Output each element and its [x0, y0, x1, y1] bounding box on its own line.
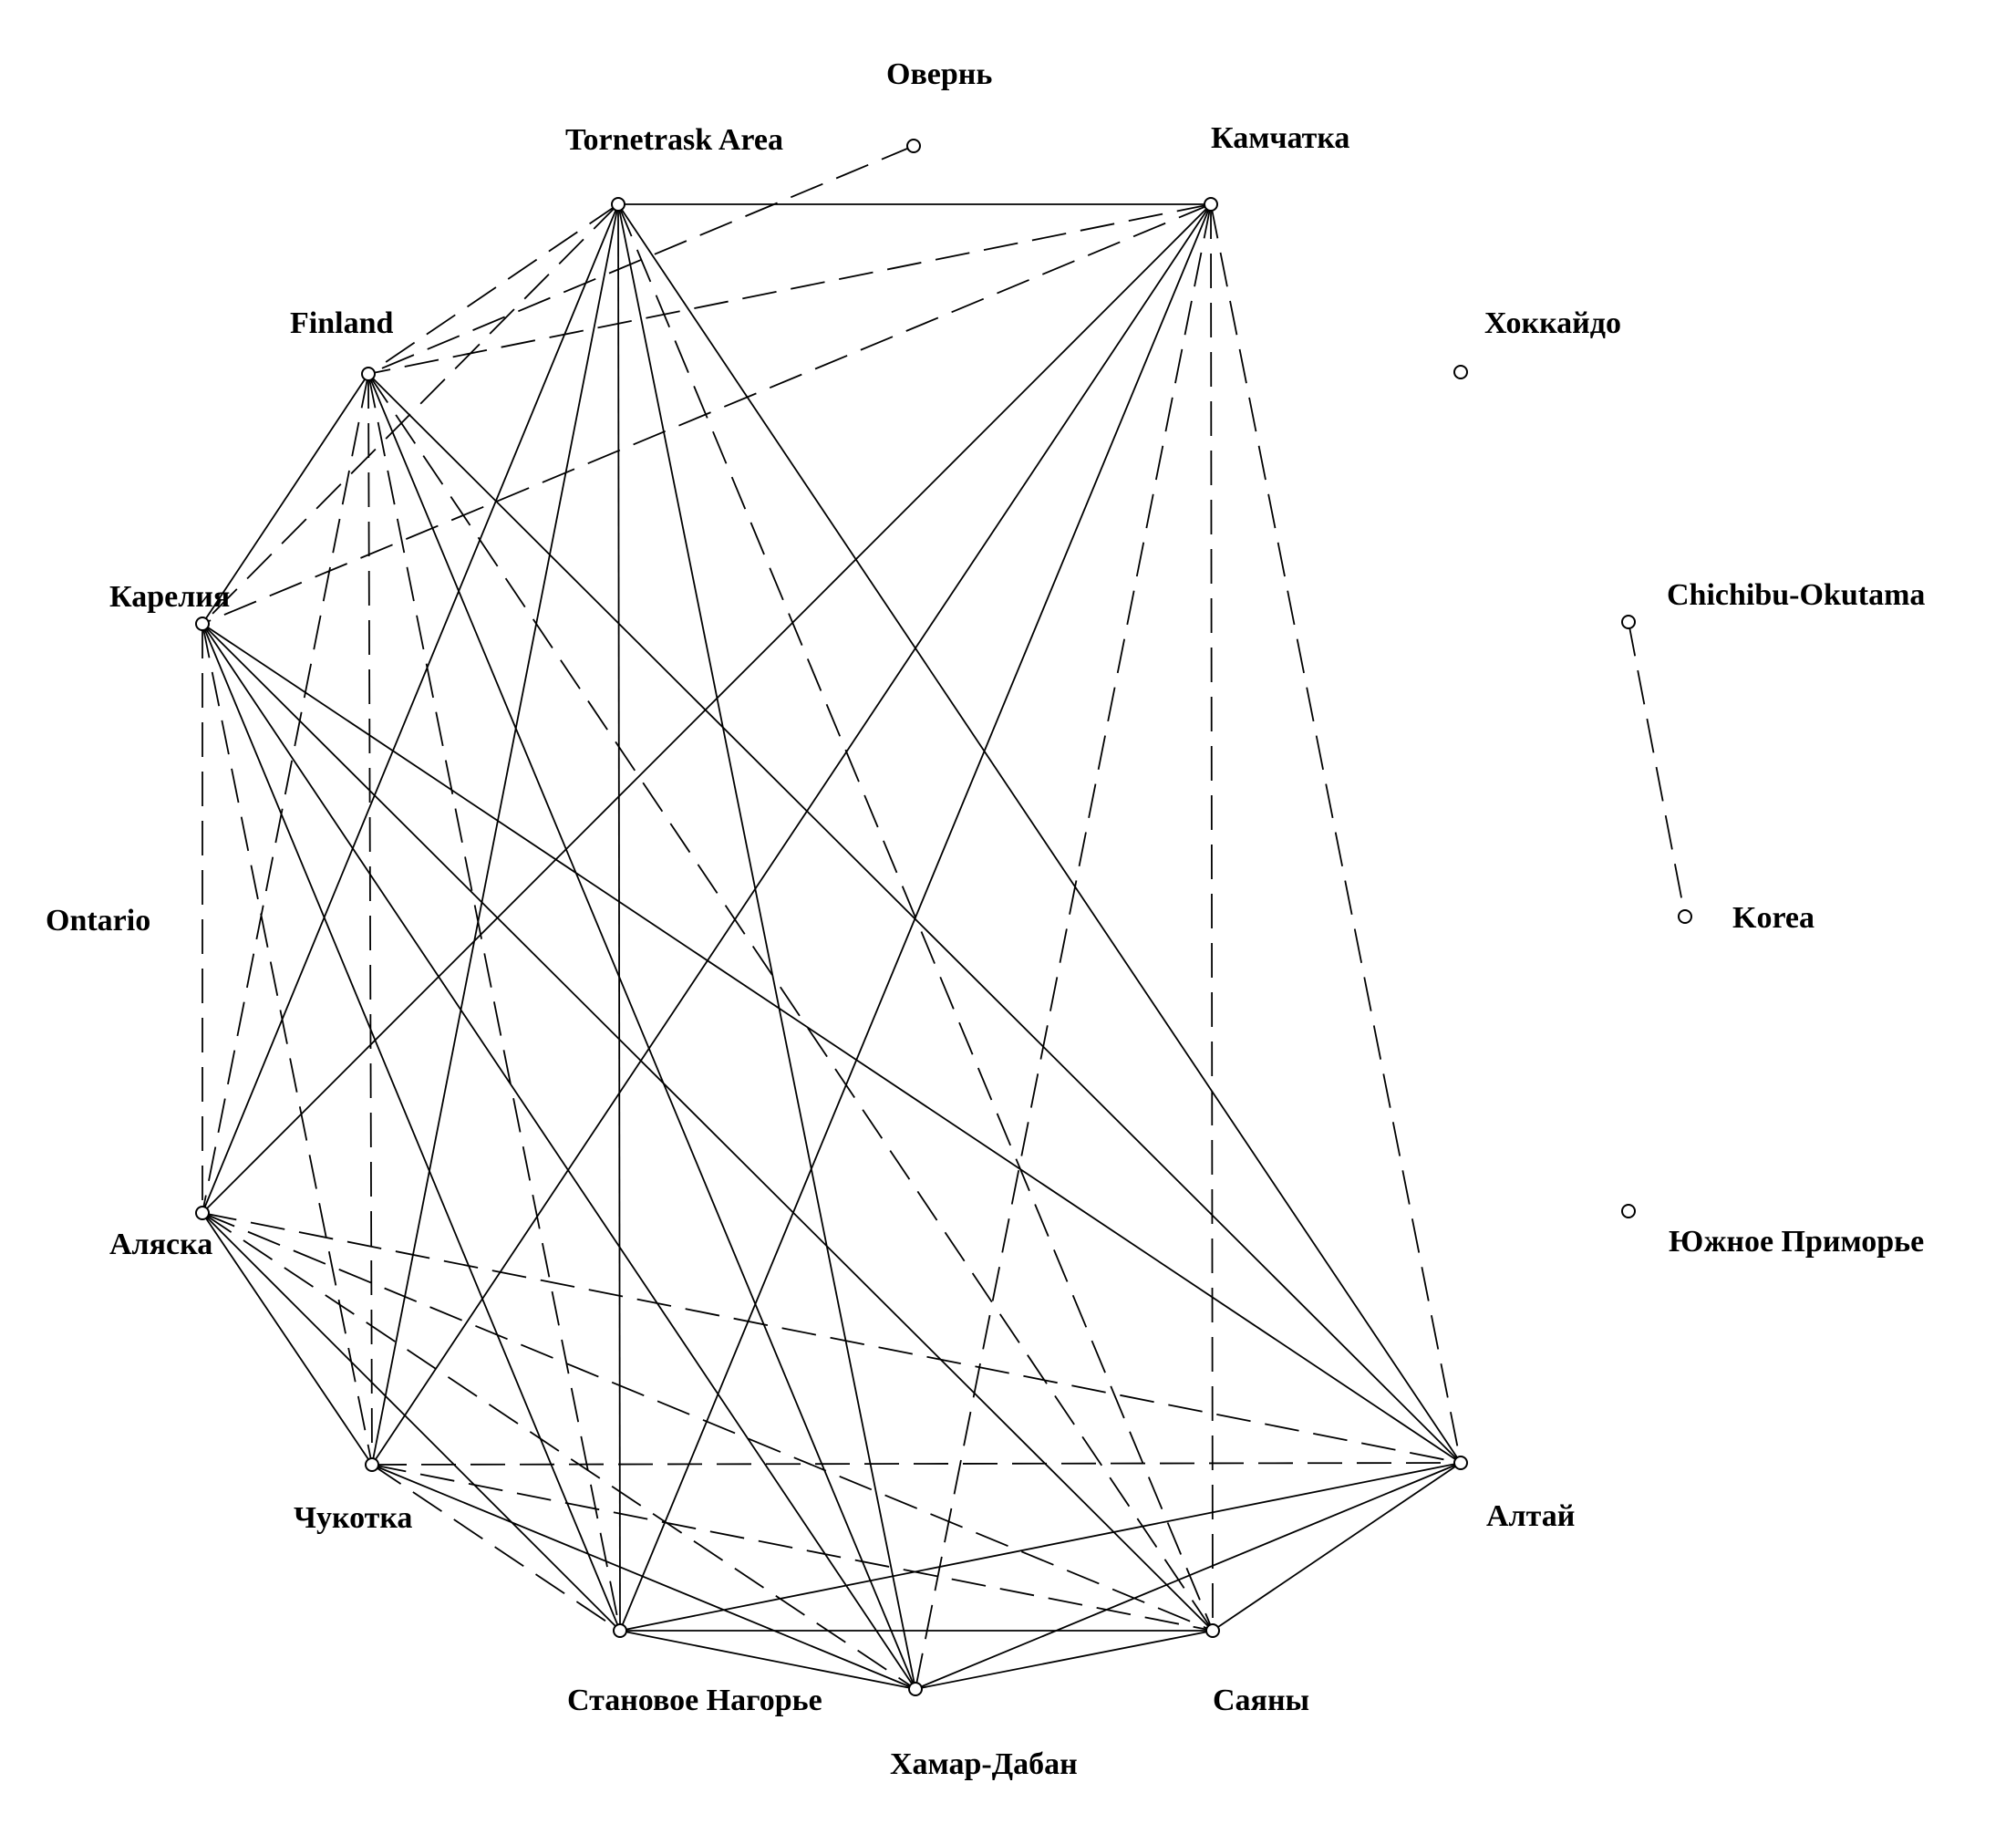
edge-karelia-chukotka [202, 623, 373, 1466]
edge-kamchatka-altai [1210, 203, 1462, 1464]
node-kamchatka [1204, 197, 1218, 212]
node-karelia [195, 617, 210, 631]
label-chukotka: Чукотка [294, 1501, 412, 1535]
nodes-layer [195, 139, 1692, 1696]
edge-chukotka-stanovoe [371, 1464, 621, 1632]
edge-stanovoe-hamar [619, 1630, 916, 1690]
edge-tornetrask-finland [367, 203, 619, 375]
label-hamar: Хамар-Дабан [890, 1747, 1078, 1781]
edge-alaska-altai [202, 1212, 1462, 1464]
edge-sayany-altai [1212, 1462, 1462, 1632]
label-alaska: Аляска [109, 1228, 212, 1261]
edge-kamchatka-chukotka [371, 203, 1212, 1466]
label-stanovoe: Становое Нагорье [567, 1684, 822, 1717]
node-korea [1678, 909, 1692, 924]
node-hamar [908, 1682, 923, 1696]
edge-chukotka-sayany [371, 1464, 1214, 1632]
labels-layer: Овернь Tornetrask Area Камчатка Finland … [46, 57, 1925, 1781]
node-sayany [1205, 1623, 1220, 1638]
edge-alaska-sayany [202, 1212, 1214, 1632]
edge-kamchatka-sayany [1210, 203, 1214, 1632]
node-stanovoe [613, 1623, 627, 1638]
label-altai: Алтай [1486, 1499, 1575, 1533]
edge-tornetrask-stanovoe [617, 203, 621, 1632]
node-primorye [1621, 1204, 1636, 1218]
edge-finland-stanovoe [367, 373, 621, 1632]
label-finland: Finland [290, 306, 393, 340]
edge-karelia-altai [202, 623, 1462, 1464]
label-tornetrask: Tornetrask Area [565, 123, 783, 157]
label-ontario: Ontario [46, 904, 150, 938]
edge-karelia-stanovoe [202, 623, 621, 1632]
label-korea: Korea [1732, 901, 1814, 935]
label-primorye: Южное Приморье [1669, 1225, 1924, 1259]
edge-overn-finland [367, 145, 915, 375]
edge-finland-karelia [202, 373, 369, 625]
edge-kamchatka-hamar [915, 203, 1212, 1690]
node-tornetrask [611, 197, 625, 212]
node-hokkaido [1453, 365, 1468, 379]
edge-chukotka-altai [371, 1462, 1462, 1466]
node-altai [1453, 1456, 1468, 1470]
edge-hamar-altai [915, 1462, 1462, 1690]
edge-kamchatka-finland [367, 203, 1212, 375]
edge-finland-alaska [202, 373, 369, 1214]
edge-finland-sayany [367, 373, 1214, 1632]
edge-stanovoe-altai [619, 1462, 1462, 1632]
label-chichibu: Chichibu-Okutama [1667, 578, 1925, 612]
edge-kamchatka-stanovoe [619, 203, 1212, 1632]
edge-finland-chukotka [367, 373, 373, 1466]
label-overn: Овернь [886, 57, 992, 91]
edge-alaska-stanovoe [202, 1212, 621, 1632]
edge-chichibu-korea [1628, 621, 1686, 917]
label-karelia: Карелия [109, 580, 230, 614]
node-overn [906, 139, 921, 153]
edges-layer [202, 145, 1686, 1690]
node-finland [361, 367, 376, 381]
edge-alaska-hamar [202, 1212, 916, 1690]
label-kamchatka: Камчатка [1211, 121, 1349, 155]
edge-kamchatka-karelia [202, 203, 1212, 625]
edge-tornetrask-alaska [202, 203, 619, 1214]
node-chichibu [1621, 615, 1636, 629]
node-alaska [195, 1206, 210, 1220]
edge-finland-altai [367, 373, 1462, 1464]
edge-chukotka-hamar [371, 1464, 916, 1690]
edge-karelia-hamar [202, 623, 916, 1690]
edge-tornetrask-hamar [617, 203, 916, 1690]
edge-tornetrask-altai [617, 203, 1462, 1464]
node-chukotka [365, 1457, 379, 1472]
label-hokkaido: Хоккайдо [1484, 306, 1621, 340]
edge-hamar-sayany [915, 1630, 1214, 1690]
edge-alaska-chukotka [202, 1212, 373, 1466]
label-sayany: Саяны [1213, 1684, 1309, 1717]
